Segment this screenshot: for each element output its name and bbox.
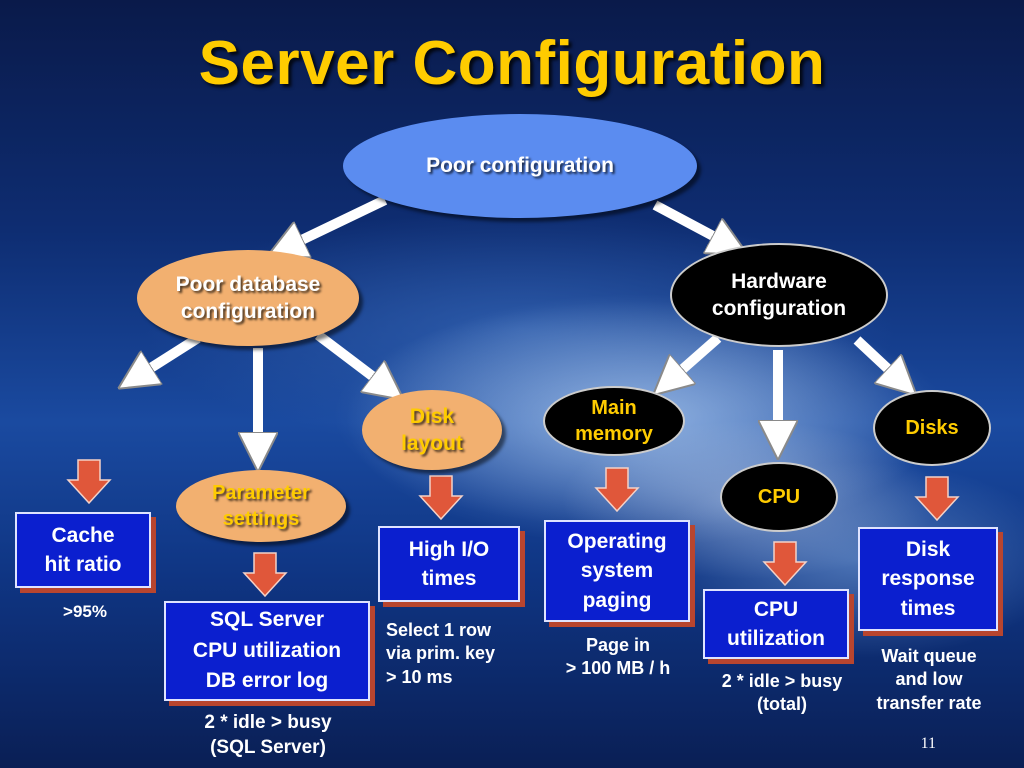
cpu-label: CPU [757, 486, 801, 508]
page-number: 11 [920, 735, 936, 752]
poor-database-configuration-label: Poor database configuration [175, 272, 321, 323]
high-io-times-box: High I/O times [378, 526, 520, 602]
orange-arrow-cache [66, 459, 112, 505]
io-threshold-note: Select 1 row via prim. key > 10 ms [386, 620, 496, 687]
orange-arrow-cpu [762, 541, 808, 587]
cpu-node: CPU [720, 462, 838, 532]
orange-arrow-sql [242, 552, 288, 598]
poor-configuration-label: Poor configuration [426, 154, 614, 178]
sql-server-metrics-label: SQL Server CPU utilization DB error log [192, 608, 342, 693]
paging-threshold-note: Page in > 100 MB / h [565, 635, 671, 679]
arrow-hw-to-disks [853, 336, 902, 382]
cpu-utilization-label: CPU utilization [727, 597, 825, 650]
disk-layout-node: Disk layout [362, 390, 502, 470]
disks-label: Disks [905, 417, 959, 439]
orange-arrow-disk [914, 476, 960, 522]
main-memory-node: Main memory [543, 386, 685, 456]
hardware-configuration-node: Hardware configuration [670, 243, 888, 347]
arrow-db-to-disk [314, 331, 388, 388]
cache-hit-ratio-label: Cache hit ratio [44, 523, 122, 576]
high-io-times-label: High I/O times [408, 537, 490, 590]
cpu-utilization-box: CPU utilization [703, 589, 849, 659]
disk-response-times-label: Disk response times [881, 537, 975, 620]
orange-arrow-io [418, 475, 464, 521]
main-memory-label: Main memory [575, 397, 653, 445]
slide-title: Server Configuration [198, 29, 826, 98]
cache-hit-ratio-box: Cache hit ratio [15, 512, 151, 588]
disk-response-times-box: Disk response times [858, 527, 998, 631]
arrow-root-to-db [285, 195, 388, 248]
os-paging-label: Operating system paging [567, 529, 667, 612]
poor-configuration-node: Poor configuration [343, 114, 697, 218]
parameter-settings-label: Parameter settings [212, 482, 310, 530]
arrow-db-to-cache [135, 333, 201, 378]
poor-database-configuration-node: Poor database configuration [137, 250, 359, 346]
sql-server-threshold-note: 2 * idle > busy (SQL Server) [204, 712, 332, 758]
cpu-threshold-note: 2 * idle > busy (total) [721, 671, 843, 715]
disk-threshold-note: Wait queue and low transfer rate [876, 646, 982, 713]
os-paging-box: Operating system paging [544, 520, 690, 622]
cache-threshold-note: >95% [63, 602, 107, 621]
parameter-settings-node: Parameter settings [176, 470, 346, 542]
arrow-hw-to-memory [668, 334, 722, 382]
hardware-configuration-label: Hardware configuration [711, 269, 847, 320]
disks-node: Disks [873, 390, 991, 466]
arrow-root-to-hw [652, 200, 730, 245]
disk-layout-label: Disk layout [401, 404, 463, 455]
orange-arrow-paging [594, 467, 640, 513]
sql-server-metrics-box: SQL Server CPU utilization DB error log [164, 601, 370, 701]
